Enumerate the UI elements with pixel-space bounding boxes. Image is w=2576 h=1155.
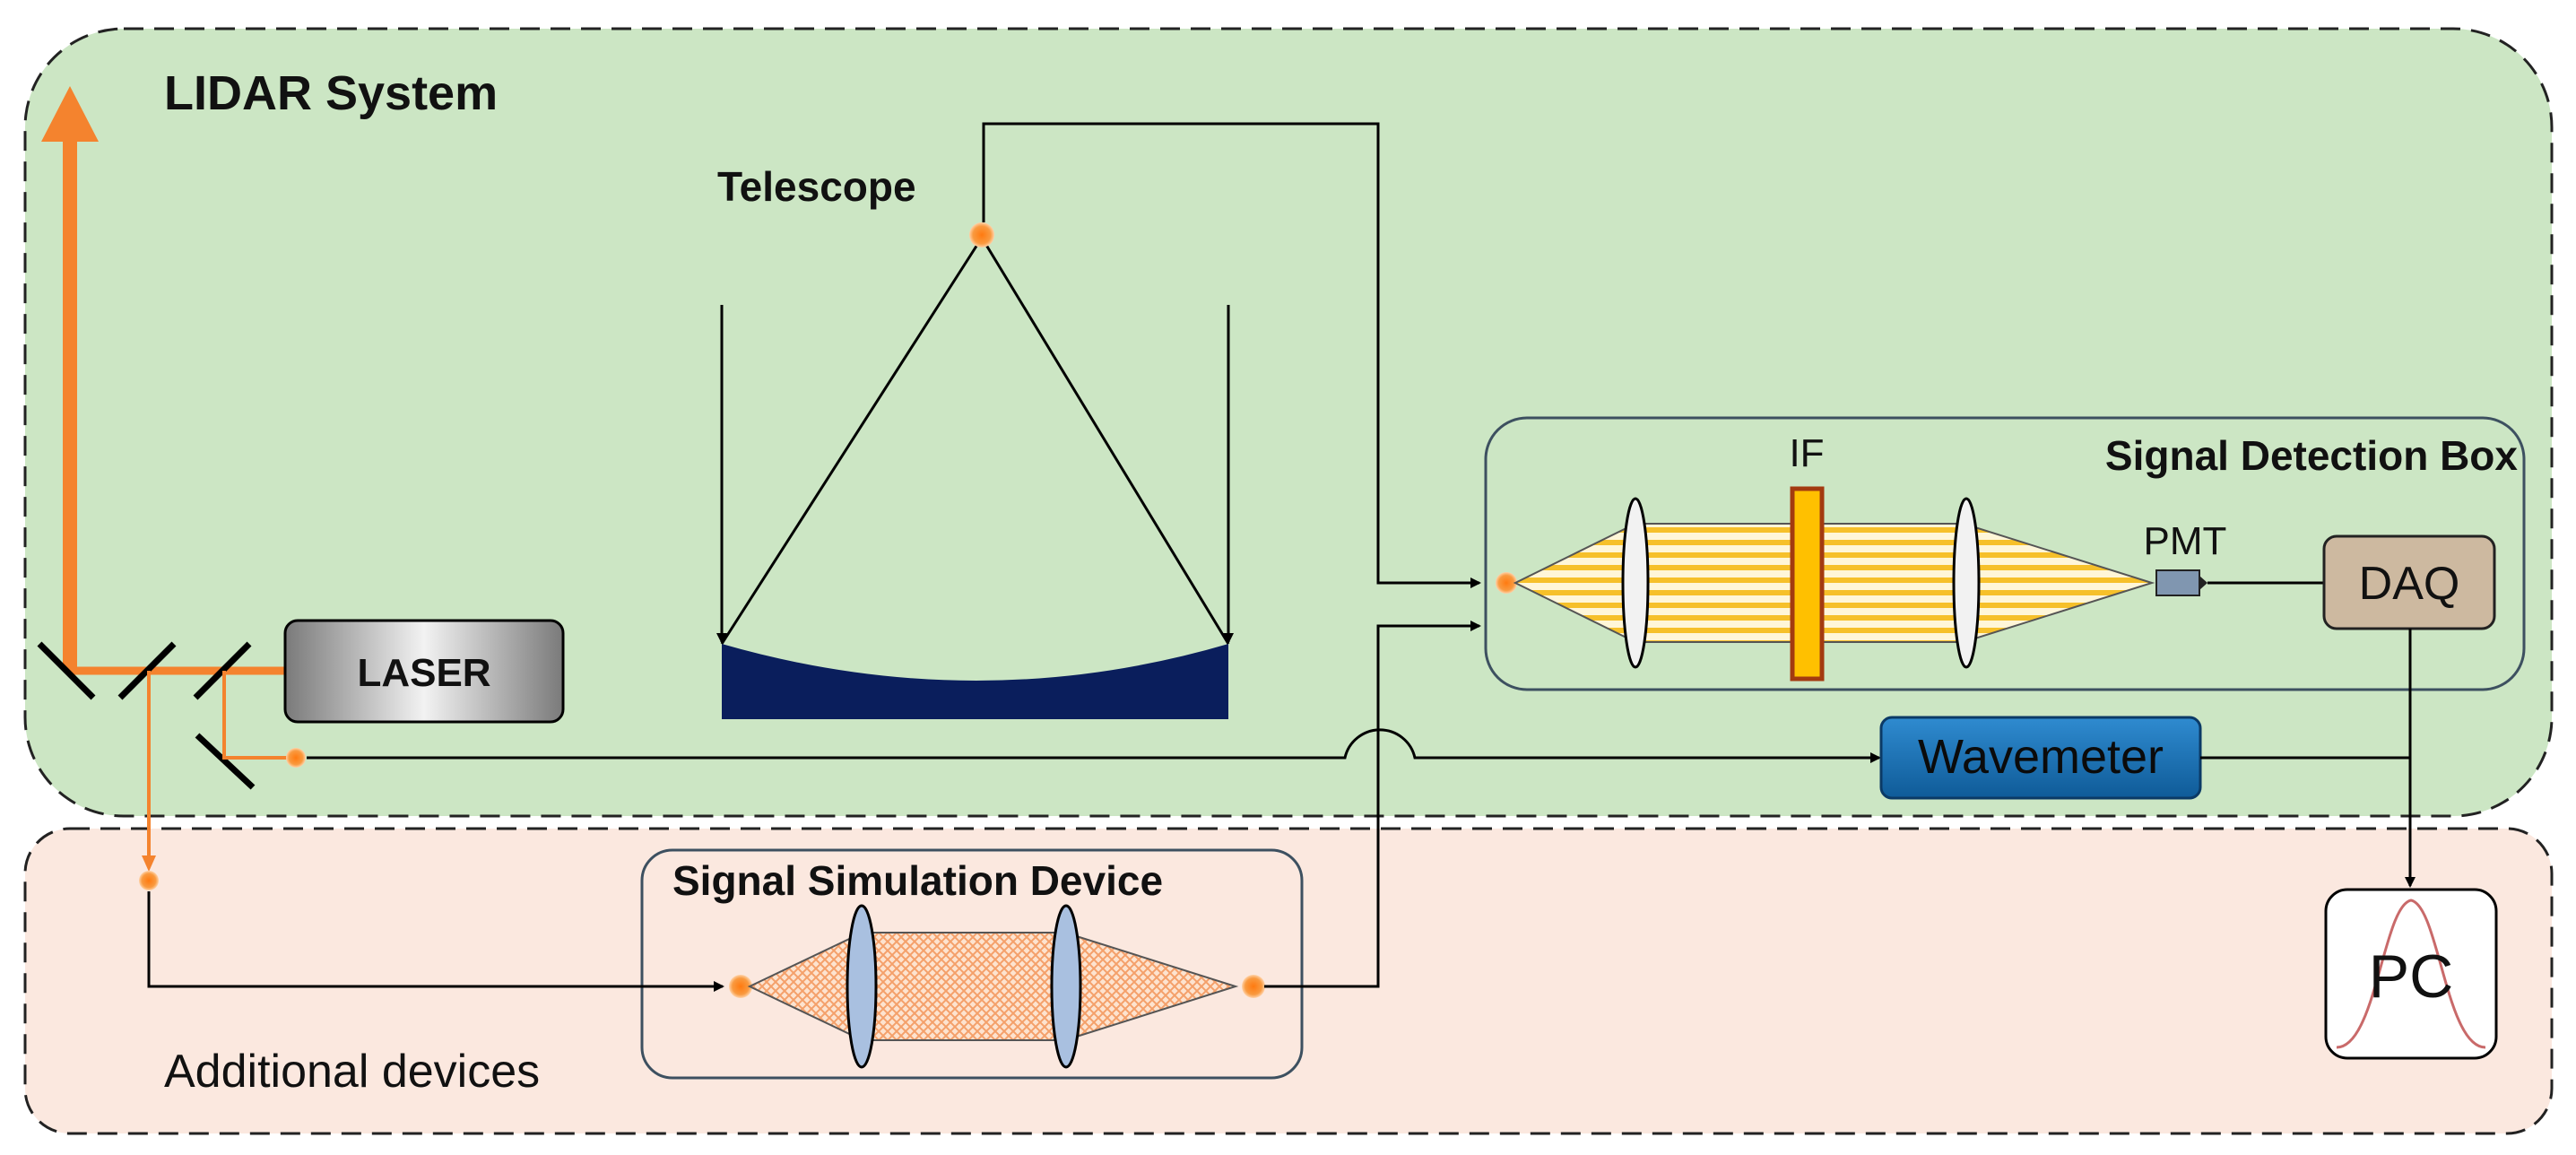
telescope-label: Telescope [717, 163, 916, 210]
pmt-label: PMT [2144, 519, 2227, 563]
additional-devices-region [23, 827, 2554, 1135]
signal-simulation-device [640, 848, 1304, 1080]
beam-arrowhead [41, 86, 99, 142]
fiber-coupler-wavemeter [286, 748, 306, 768]
sim-beam-arrow [142, 855, 156, 872]
simulation-input-fiber [147, 891, 724, 992]
simulation-collimated-beam [862, 932, 1066, 1041]
mirror-2 [195, 733, 256, 790]
if-label: IF [1789, 431, 1824, 475]
fiber-coupler-simulation [139, 871, 159, 890]
wavemeter-label: Wavemeter [1918, 730, 2164, 784]
pc-box [2324, 888, 2498, 1060]
if-filter [1790, 486, 1825, 682]
detection-lens-2 [1952, 497, 1981, 669]
daq-label: DAQ [2359, 558, 2460, 610]
pc-label: PC [2369, 942, 2453, 1011]
simulation-output-coupler [1242, 975, 1265, 998]
wavemeter-fiber [307, 728, 1881, 763]
focus-ray-right [980, 237, 1230, 645]
signal-detection-box-label: Signal Detection Box [2105, 432, 2518, 479]
detection-lens-1 [1621, 497, 1650, 669]
simulation-lens-1 [846, 904, 878, 1069]
laser-label: LASER [357, 651, 490, 695]
detection-input-coupler [1496, 572, 1517, 594]
simulation-lens-2 [1050, 904, 1082, 1069]
signal-detection-box [1484, 416, 2526, 691]
pmt [2155, 569, 2200, 596]
telescope-fiber-coupler [969, 222, 994, 248]
pc-spectrum-curve [2336, 899, 2486, 1049]
telescope-fiber [982, 122, 1481, 588]
focus-ray-left [720, 237, 984, 645]
pmt-tip [2199, 576, 2207, 590]
simulation-output-fiber [1264, 621, 1481, 988]
additional-devices-label: Additional devices [164, 1046, 540, 1098]
beam-to-wavemeter [222, 671, 287, 760]
simulation-input-coupler [729, 975, 752, 998]
primary-mirror [722, 644, 1228, 719]
signal-simulation-device-label: Signal Simulation Device [672, 857, 1163, 904]
mirror-1 [37, 641, 96, 700]
lidar-system-label: LIDAR System [164, 66, 498, 120]
laser-box [283, 619, 565, 724]
